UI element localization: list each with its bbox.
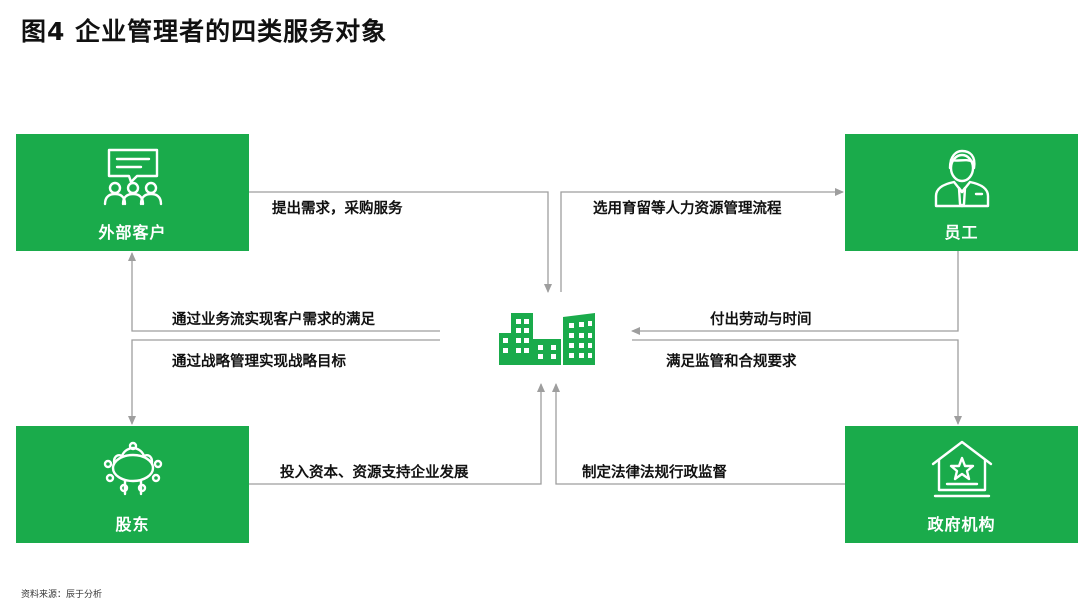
edge-label-shareholder-to-company: 投入资本、资源支持企业发展: [280, 464, 469, 481]
node-shareholders: 股东: [16, 426, 249, 543]
node-external-customers: 外部客户: [16, 134, 249, 251]
edge-label-company-to-government: 满足监管和合规要求: [666, 353, 797, 370]
edge-label-customer-to-company: 提出需求，采购服务: [272, 200, 403, 217]
edge-label-company-to-customer: 通过业务流实现客户需求的满足: [172, 311, 375, 328]
employee-icon: [934, 149, 989, 208]
edge-government-to-company: [552, 383, 845, 485]
edge-company-to-shareholder: [128, 339, 440, 425]
edge-customer-to-company: [249, 191, 552, 293]
company-buildings-icon: [499, 313, 595, 365]
source-note: 资料来源：辰于分析: [21, 590, 103, 600]
node-label: 外部客户: [98, 223, 167, 242]
edge-label-employee-to-company: 付出劳动与时间: [710, 311, 812, 328]
edge-label-government-to-company: 制定法律法规行政监督: [582, 464, 727, 481]
page-title: 图4 企业管理者的四类服务对象: [21, 17, 388, 46]
node-government: 政府机构: [845, 426, 1078, 543]
node-label: 员工: [944, 223, 979, 242]
edge-company-to-employee: [560, 188, 844, 292]
node-label: 政府机构: [927, 515, 996, 534]
edge-company-to-customer: [128, 252, 440, 332]
customers-icon: [103, 148, 162, 206]
node-label: 股东: [115, 515, 150, 534]
boardroom-icon: [103, 441, 162, 496]
edge-label-company-to-employee: 选用育留等人力资源管理流程: [593, 200, 782, 217]
node-employee: 员工: [845, 134, 1078, 251]
edge-company-to-government: [632, 339, 962, 425]
edge-shareholder-to-company: [249, 383, 545, 485]
edge-employee-to-company: [631, 251, 959, 335]
government-icon: [931, 440, 992, 498]
edge-label-company-to-shareholder: 通过战略管理实现战略目标: [172, 353, 346, 370]
